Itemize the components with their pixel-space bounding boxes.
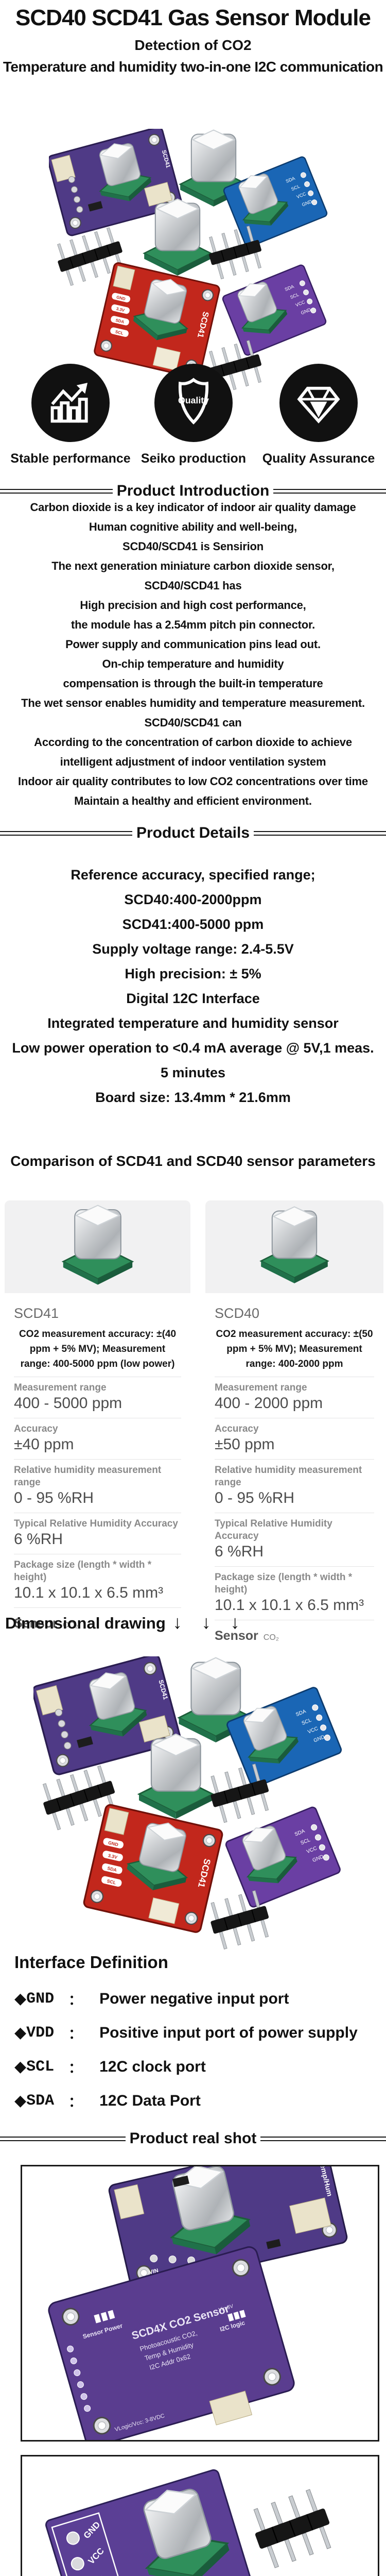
- diamond-bullet-icon: ◆: [14, 2024, 27, 2041]
- pin-name: GND: [26, 1990, 55, 2008]
- diamond-bullet-icon: ◆: [14, 1990, 27, 2007]
- divider-line: [0, 2136, 126, 2141]
- page-tagline: Temperature and humidity two-in-one I2C …: [3, 59, 383, 75]
- feature-label: Quality Assurance: [262, 451, 375, 466]
- comparison-card-scd40: SCD40 CO2 measurement accuracy: ±(50 ppm…: [205, 1200, 383, 1643]
- card-description: CO2 measurement accuracy: ±(40 ppm + 5% …: [19, 1329, 177, 1369]
- pin-name: SDA: [26, 2092, 55, 2110]
- diamond-bullet-icon: ◆: [14, 2092, 27, 2109]
- hero-product-image: [49, 129, 337, 394]
- real-shot-photo-1: Temp/Hum VIN 3Vo GND SCL SDA Sensor Powe…: [21, 2165, 379, 2442]
- pin-header-4: [246, 2486, 339, 2571]
- card-title: SCD41: [14, 1306, 59, 1321]
- divider-line: [0, 831, 132, 836]
- spec-row: Typical Relative Humidity Accuracy 6 %RH: [14, 1513, 181, 1549]
- introduction-paragraph: Carbon dioxide is a key indicator of ind…: [18, 501, 368, 807]
- interface-pin-gnd: ◆ GND ： Power negative input port: [14, 1990, 289, 2008]
- feature-label: Stable performance: [10, 451, 131, 466]
- details-paragraph: Reference accuracy, specified range; SCD…: [12, 867, 374, 1105]
- purple-module-front: GND VCC SCL SDA: [45, 2469, 251, 2576]
- spec-row: Accuracy ±50 ppm: [215, 1418, 374, 1454]
- feature-label: Seiko production: [141, 451, 247, 466]
- interface-pin-scl: ◆ SCL ： 12C clock port: [14, 2058, 206, 2076]
- pin-name: SCL: [26, 2058, 55, 2076]
- spec-row: Package size (length * width * height) 1…: [14, 1554, 181, 1602]
- spec-row: Typical Relative Humidity Accuracy 6 %RH: [215, 1513, 374, 1561]
- card-description: CO2 measurement accuracy: ±(50 ppm + 5% …: [216, 1329, 373, 1369]
- spec-row: Measurement range 400 - 5000 ppm: [14, 1377, 181, 1413]
- comparison-card-scd41: SCD41 CO2 measurement accuracy: ±(40 ppm…: [5, 1200, 190, 1631]
- interface-pin-vdd: ◆ VDD ： Positive input port of power sup…: [14, 2024, 358, 2042]
- spec-row: Measurement range 400 - 2000 ppm: [215, 1377, 374, 1413]
- sensor-row: Sensor CO₂: [215, 1620, 374, 1643]
- pin-description: 12C Data Port: [99, 2092, 201, 2109]
- section-title: Product Introduction: [116, 482, 270, 499]
- quality-assurance-badge: [279, 364, 358, 442]
- svg-text:SCL: SCL: [91, 2572, 110, 2576]
- card-title: SCD40: [215, 1306, 260, 1321]
- product-real-shot-divider: Product real shot: [0, 2130, 386, 2147]
- quality-shield-icon: Quality: [178, 378, 209, 425]
- stable-performance-badge: [31, 364, 110, 442]
- page-title: SCD40 SCD41 Gas Sensor Module: [15, 5, 371, 30]
- dimensional-drawing-heading: Dimensional drawing↓ ↓ ↓: [5, 1612, 247, 1633]
- seiko-production-badge: Quality: [154, 364, 233, 442]
- comparison-heading: Comparison of SCD41 and SCD40 sensor par…: [10, 1153, 376, 1169]
- divider-line: [260, 2136, 386, 2141]
- page-subtitle: Detection of CO2: [134, 37, 252, 53]
- purple-board-back: Sensor Power SCD4X CO2 Sensor Photoacous…: [48, 2246, 295, 2440]
- section-title: Product real shot: [129, 2130, 257, 2147]
- diamond-bullet-icon: ◆: [14, 2058, 27, 2075]
- rising-chart-icon: [50, 383, 88, 423]
- section-title: Product Details: [136, 824, 250, 841]
- down-arrows-icon: ↓ ↓ ↓: [172, 1612, 247, 1633]
- divider-line: [254, 831, 386, 836]
- product-details-divider: Product Details: [0, 824, 386, 842]
- sensor-photo: [5, 1200, 190, 1293]
- interface-definition-heading: Interface Definition: [14, 1953, 168, 1972]
- interface-pin-sda: ◆ SDA ： 12C Data Port: [14, 2092, 201, 2110]
- dimensional-product-image: [33, 1656, 353, 1950]
- pin-name: VDD: [26, 2024, 55, 2042]
- spec-row: Relative humidity measurement range 0 - …: [215, 1459, 374, 1507]
- real-shot-photo-2: GND VCC SCL SDA SCD40 CO2 IIC GND VCC SC…: [21, 2455, 379, 2576]
- spec-row: Package size (length * width * height) 1…: [215, 1566, 374, 1615]
- diamond-gem-icon: [297, 386, 340, 423]
- divider-line: [0, 488, 113, 494]
- sensor-photo: [205, 1200, 383, 1293]
- spec-row: Relative humidity measurement range 0 - …: [14, 1459, 181, 1507]
- spec-row: Accuracy ±40 ppm: [14, 1418, 181, 1454]
- svg-text:Quality: Quality: [178, 395, 209, 405]
- product-introduction-divider: Product Introduction: [0, 482, 386, 500]
- divider-line: [273, 488, 386, 494]
- sensor-row: Sensor CO₂: [14, 1607, 181, 1631]
- pin-description: Power negative input port: [99, 1990, 289, 2007]
- pin-description: Positive input port of power supply: [99, 2024, 358, 2041]
- pin-description: 12C clock port: [99, 2058, 206, 2075]
